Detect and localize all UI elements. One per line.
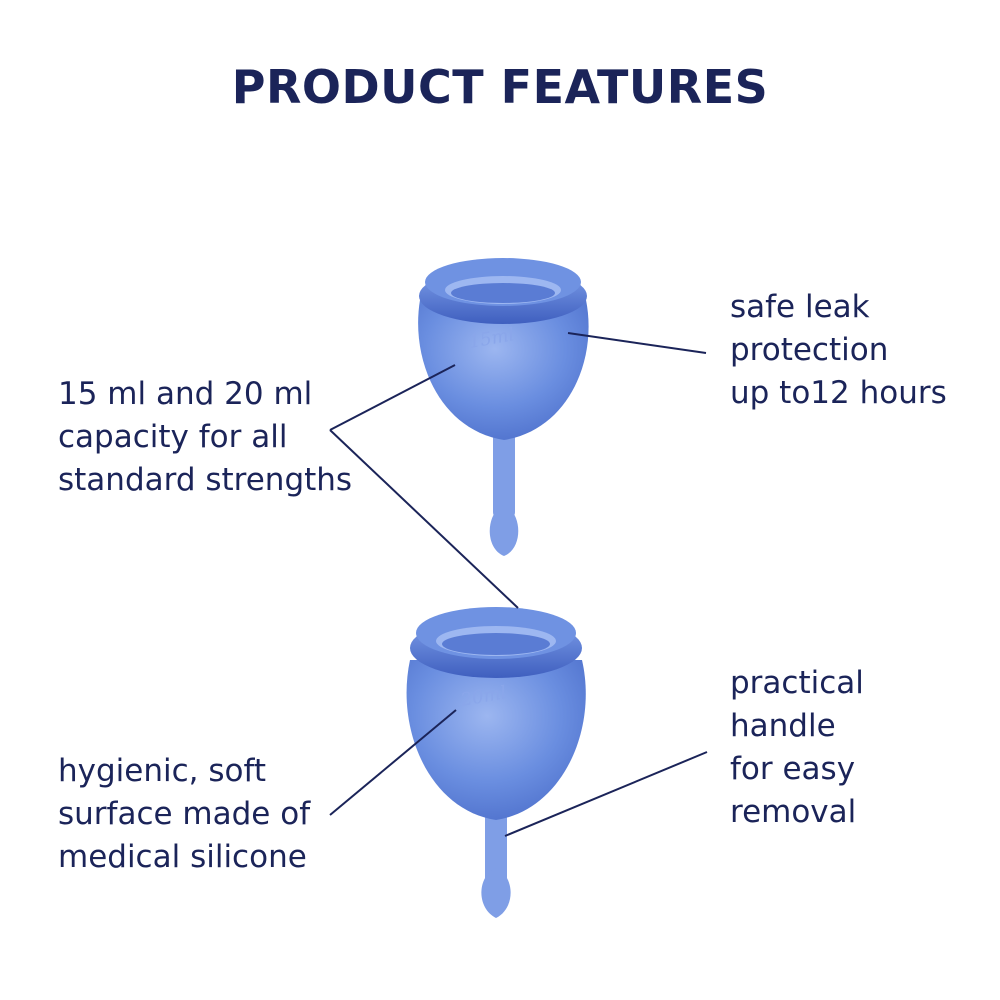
handle-line-1: practical — [730, 665, 864, 701]
leak-feature-label: safe leak protection up to12 hours — [730, 286, 947, 415]
handle-line-4: removal — [730, 794, 857, 830]
capacity-feature-label: 15 ml and 20 ml capacity for all standar… — [58, 373, 352, 502]
capacity-line-2: capacity for all — [58, 419, 288, 455]
capacity-line-3: standard strengths — [58, 462, 353, 498]
menstrual-cup-small-icon: 15ml — [418, 258, 589, 556]
hygienic-leader-line — [329, 709, 457, 816]
handle-line-2: handle — [730, 708, 836, 744]
leak-leader-line — [567, 332, 707, 354]
capacity-line-1: 15 ml and 20 ml — [58, 376, 313, 412]
capacity-leader-line-bottom — [329, 429, 519, 609]
hygienic-line-3: medical silicone — [58, 839, 307, 875]
handle-feature-label: practical handle for easy removal — [730, 662, 864, 834]
page-title: PRODUCT FEATURES — [231, 60, 769, 114]
hygienic-line-1: hygienic, soft — [58, 753, 267, 789]
hygienic-feature-label: hygienic, soft surface made of medical s… — [58, 750, 310, 879]
handle-line-3: for easy — [730, 751, 856, 787]
handle-leader-line — [504, 751, 708, 837]
hygienic-line-2: surface made of — [58, 796, 311, 832]
leak-line-3: up to12 hours — [730, 375, 947, 411]
leak-line-2: protection — [730, 332, 889, 368]
leak-line-1: safe leak — [730, 289, 870, 325]
menstrual-cup-large-icon: 20ml — [406, 607, 586, 918]
capacity-leader-line-top — [329, 364, 456, 431]
